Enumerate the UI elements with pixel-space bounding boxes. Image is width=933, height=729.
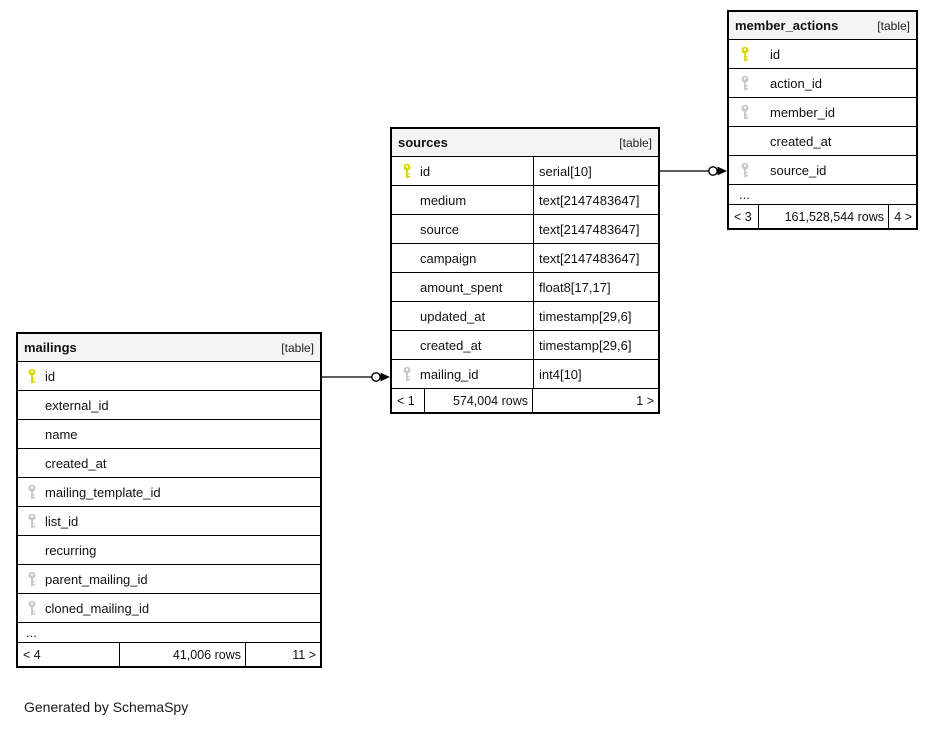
column-name: id [45, 368, 56, 384]
table-footer: < 4 41,006 rows 11 > [18, 643, 320, 666]
column-row-member-id: member_id [729, 98, 916, 127]
primary-key-icon [741, 46, 749, 62]
table-footer: < 1 574,004 rows 1 > [392, 389, 658, 412]
children-count: 4 > [894, 209, 912, 224]
column-name: medium [420, 192, 467, 208]
column-type: serial[10] [533, 157, 658, 185]
generated-by-label: Generated by SchemaSpy [24, 699, 189, 715]
column-type: float8[17,17] [533, 273, 658, 301]
column-name: updated_at [420, 308, 486, 324]
foreign-key-icon [403, 366, 411, 382]
column-name: created_at [45, 455, 107, 471]
column-row-id: id serial[10] [392, 157, 658, 186]
column-type: timestamp[29,6] [533, 302, 658, 330]
parents-count: < 1 [392, 389, 425, 412]
column-type: text[2147483647] [533, 244, 658, 272]
column-name: action_id [770, 75, 823, 91]
column-row-cloned-mailing-id: cloned_mailing_id [18, 594, 320, 623]
foreign-key-icon [28, 600, 36, 616]
truncated-columns-row: ... [18, 623, 320, 643]
table-mailings-header[interactable]: mailings [table] [18, 334, 320, 362]
row-count: 161,528,544 rows [759, 205, 889, 228]
parents-count: < 4 [18, 643, 120, 666]
column-row-mailing-id: mailing_id int4[10] [392, 360, 658, 389]
column-name: campaign [420, 250, 477, 266]
relationship-sources-member-actions [660, 166, 727, 176]
table-name: sources [398, 135, 448, 150]
table-type-tag: [table] [877, 18, 910, 33]
column-name: recurring [45, 542, 97, 558]
column-row-list-id: list_id [18, 507, 320, 536]
column-name: id [770, 46, 781, 62]
column-row-parent-mailing-id: parent_mailing_id [18, 565, 320, 594]
foreign-key-icon [741, 104, 749, 120]
row-count: 574,004 rows [425, 389, 533, 412]
foreign-key-icon [28, 484, 36, 500]
column-row-recurring: recurring [18, 536, 320, 565]
table-mailings: mailings [table] id external_id name cre… [16, 332, 322, 668]
table-sources-header[interactable]: sources [table] [392, 129, 658, 157]
column-name: mailing_template_id [45, 484, 161, 500]
column-row-action-id: action_id [729, 69, 916, 98]
column-row-created-at: created_at [18, 449, 320, 478]
column-name: id [420, 163, 431, 179]
table-type-tag: [table] [619, 135, 652, 150]
column-type: timestamp[29,6] [533, 331, 658, 359]
parents-count: < 3 [729, 205, 759, 228]
column-type: text[2147483647] [533, 186, 658, 214]
column-name: mailing_id [420, 366, 479, 382]
column-name: external_id [45, 397, 109, 413]
column-name: cloned_mailing_id [45, 600, 150, 616]
arrowhead-marker [717, 166, 727, 176]
column-type: text[2147483647] [533, 215, 658, 243]
column-name: name [45, 426, 78, 442]
column-row-source: source text[2147483647] [392, 215, 658, 244]
column-row-medium: medium text[2147483647] [392, 186, 658, 215]
table-member-actions: member_actions [table] id action_id memb… [727, 10, 918, 230]
column-name: created_at [420, 337, 482, 353]
column-row-source-id: source_id [729, 156, 916, 185]
column-row-amount-spent: amount_spent float8[17,17] [392, 273, 658, 302]
table-name: mailings [24, 340, 77, 355]
children-count: 11 > [292, 647, 316, 662]
relationship-mailings-sources [322, 372, 390, 382]
foreign-key-icon [28, 571, 36, 587]
zero-circle-marker [371, 372, 381, 382]
primary-key-icon [28, 368, 36, 384]
column-row-name: name [18, 420, 320, 449]
primary-key-icon [403, 163, 411, 179]
column-row-mailing-template-id: mailing_template_id [18, 478, 320, 507]
column-name: created_at [770, 133, 832, 149]
column-row-id: id [18, 362, 320, 391]
column-name: parent_mailing_id [45, 571, 148, 587]
column-row-campaign: campaign text[2147483647] [392, 244, 658, 273]
column-type: int4[10] [533, 360, 658, 388]
foreign-key-icon [741, 75, 749, 91]
arrowhead-marker [380, 372, 390, 382]
column-name: amount_spent [420, 279, 503, 295]
row-count: 41,006 rows [120, 643, 246, 666]
column-row-created-at: created_at [729, 127, 916, 156]
children-count: 1 > [636, 393, 654, 408]
zero-circle-marker [708, 166, 718, 176]
foreign-key-icon [741, 162, 749, 178]
column-row-external-id: external_id [18, 391, 320, 420]
truncated-columns-row: ... [729, 185, 916, 205]
column-name: list_id [45, 513, 79, 529]
column-name: member_id [770, 104, 836, 120]
table-footer: < 3 161,528,544 rows 4 > [729, 205, 916, 228]
table-name: member_actions [735, 18, 839, 33]
table-type-tag: [table] [281, 340, 314, 355]
foreign-key-icon [28, 513, 36, 529]
column-row-created-at: created_at timestamp[29,6] [392, 331, 658, 360]
column-name: source_id [770, 162, 827, 178]
table-member-actions-header[interactable]: member_actions [table] [729, 12, 916, 40]
column-row-updated-at: updated_at timestamp[29,6] [392, 302, 658, 331]
column-row-id: id [729, 40, 916, 69]
table-sources: sources [table] id serial[10] medium tex… [390, 127, 660, 414]
column-name: source [420, 221, 460, 237]
